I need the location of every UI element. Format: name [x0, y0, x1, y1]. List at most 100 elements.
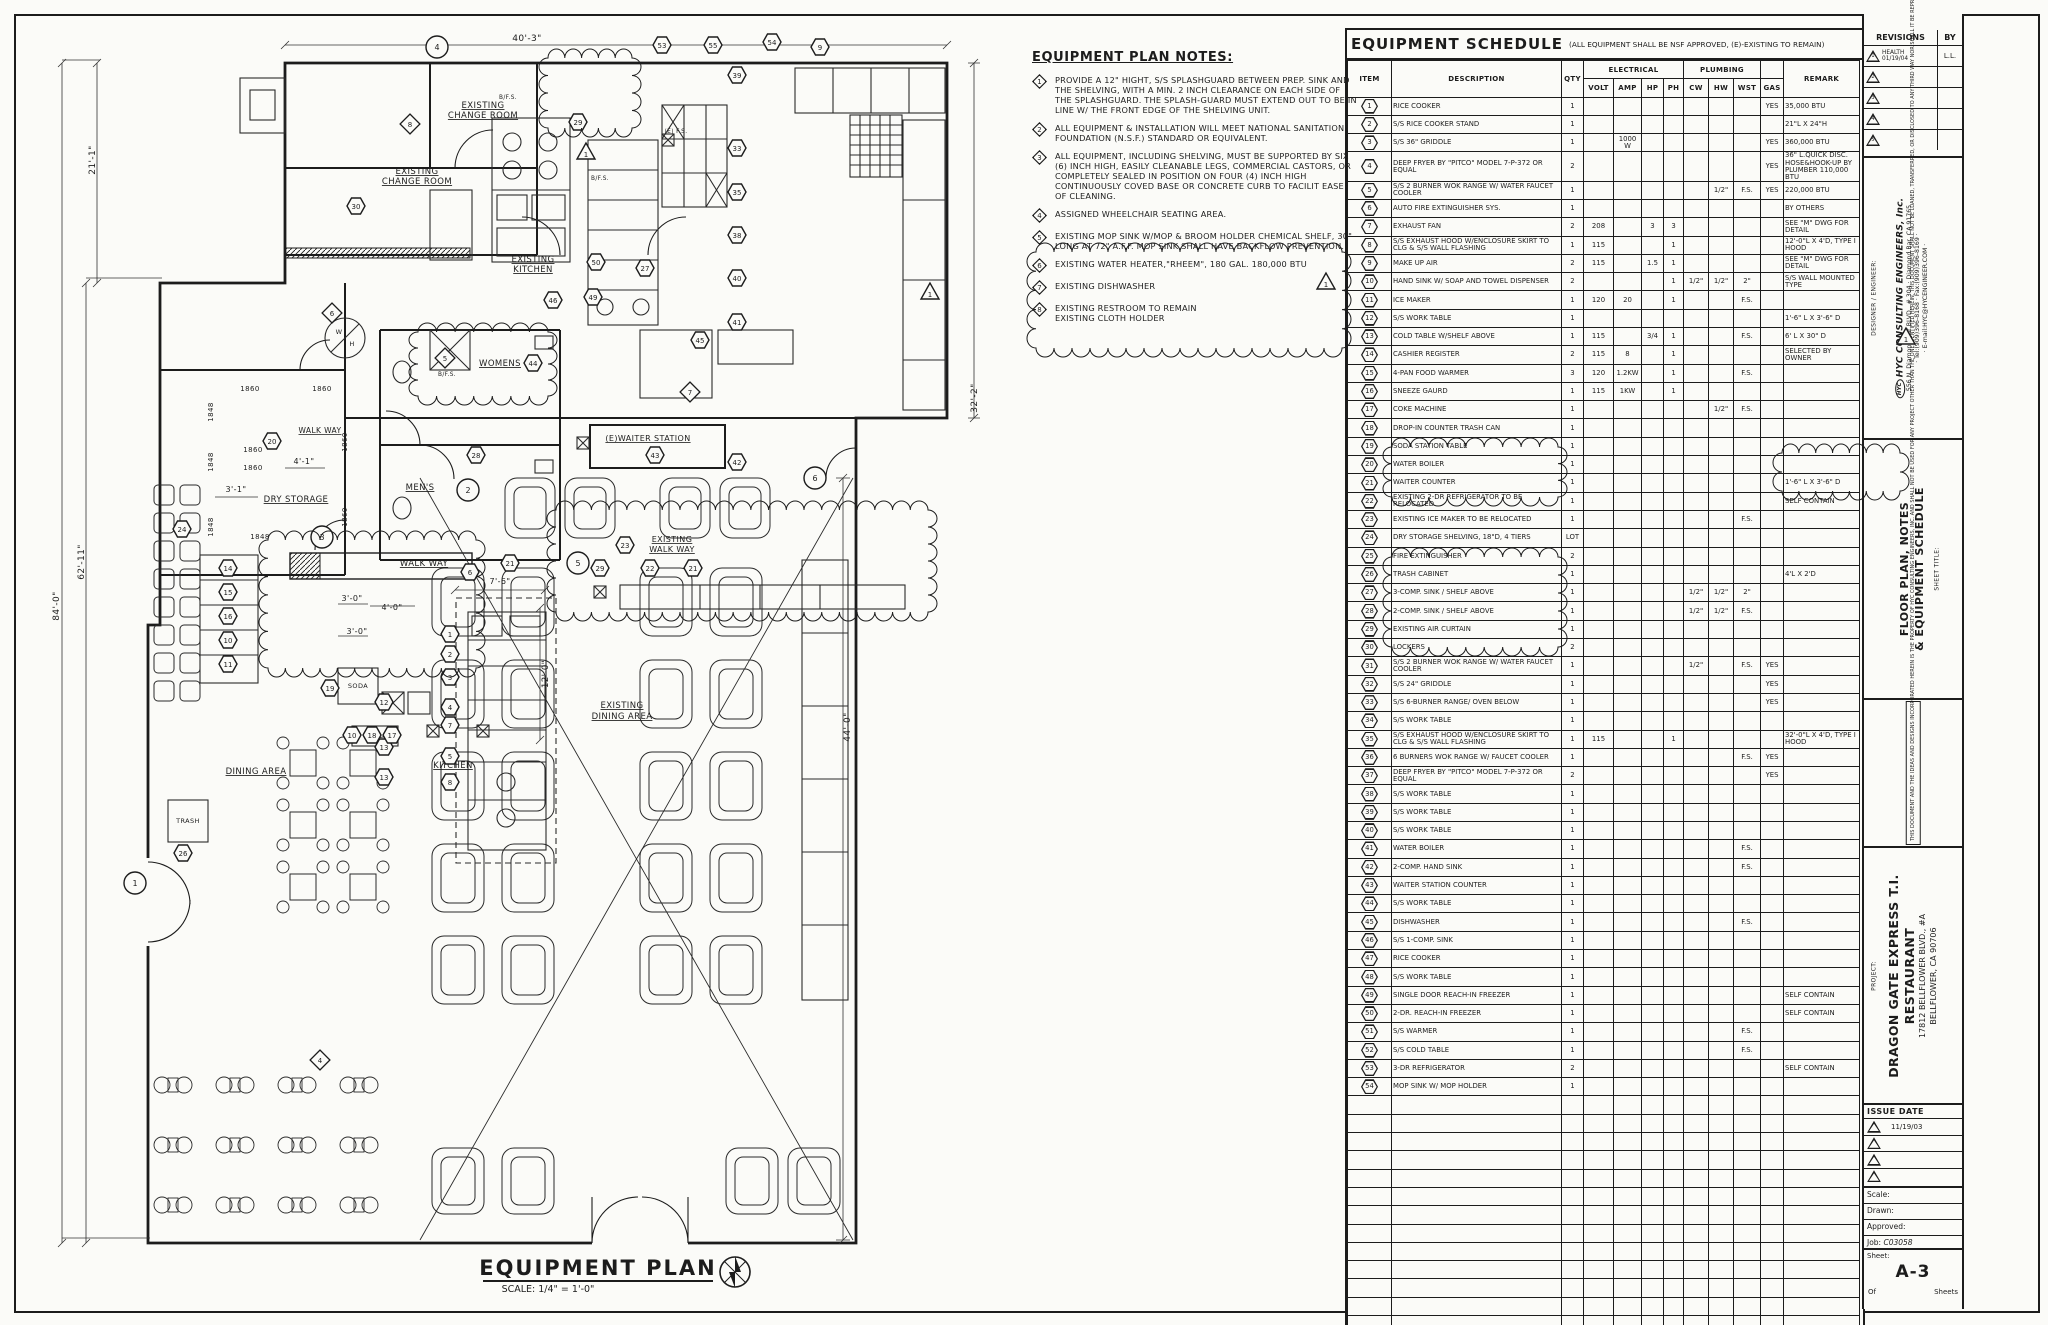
svg-text:4: 4: [318, 1057, 323, 1065]
plan-label: 3'-1": [226, 485, 247, 494]
equipment-tag: 27: [635, 259, 655, 277]
equipment-tag: 11: [218, 655, 238, 673]
plan-label: 1848: [207, 452, 215, 471]
svg-text:7: 7: [448, 722, 452, 730]
item-hexagon-icon: 43: [1361, 878, 1378, 894]
equipment-tag: 22: [640, 559, 660, 577]
revision-row: 4: [1864, 109, 1962, 130]
sheet-label: Sheet:: [1867, 1252, 1890, 1260]
equipment-tag: 17: [382, 726, 402, 744]
item-hexagon-icon: 54: [1361, 1079, 1378, 1095]
svg-text:13: 13: [380, 774, 389, 782]
svg-text:9: 9: [818, 44, 822, 52]
item-hexagon-icon: 5: [1361, 182, 1378, 198]
svg-text:3: 3: [319, 533, 324, 542]
equipment-tag: 16: [218, 607, 238, 625]
equipment-tag: 23: [615, 536, 635, 554]
item-hexagon-icon: 51: [1361, 1024, 1378, 1040]
equipment-tag: 38: [727, 226, 747, 244]
north-arrow-icon: [719, 1256, 751, 1288]
svg-text:4: 4: [434, 43, 439, 52]
equipment-tag: 8: [399, 113, 421, 135]
item-hexagon-icon: 14: [1361, 347, 1378, 363]
schedule-row: (E)35S/S EXHAUST HOOD W/ENCLOSURE SKIRT …: [1347, 729, 1861, 749]
svg-text:10: 10: [348, 732, 357, 740]
plan-label: 1860: [341, 432, 349, 451]
note-diamond-icon: 1: [1032, 74, 1047, 89]
plan-label: CHANGE ROOM: [382, 177, 452, 187]
equipment-tag: 10: [218, 631, 238, 649]
plan-label: 4'-0": [382, 603, 403, 612]
company-name: HYCHYC CONSULTING ENGINEERS, Inc.: [1895, 198, 1906, 399]
plan-label: 21'-1": [88, 145, 98, 174]
plan-label: MEN'S: [406, 483, 435, 493]
project-label: PROJECT:: [1870, 960, 1878, 991]
equipment-schedule: EQUIPMENT SCHEDULE (ALL EQUIPMENT SHALL …: [1345, 28, 1865, 1325]
svg-text:22: 22: [646, 565, 655, 573]
revision-triangle-icon: 5: [1866, 134, 1880, 146]
svg-text:35: 35: [733, 189, 742, 197]
item-hexagon-icon: 32: [1361, 676, 1378, 692]
schedule-title: EQUIPMENT SCHEDULE: [1351, 35, 1563, 53]
revision-triangle-icon: [1867, 1170, 1881, 1183]
item-hexagon-icon: 21: [1361, 475, 1378, 491]
svg-text:38: 38: [733, 232, 742, 240]
item-hexagon-icon: 9: [1361, 255, 1378, 271]
col-description: DESCRIPTION: [1391, 60, 1562, 98]
schedule-row: (E)366 BURNERS WOK RANGE W/ FAUCET COOLE…: [1347, 747, 1861, 768]
equipment-tag: 12: [374, 693, 394, 711]
item-hexagon-icon: 40: [1361, 823, 1378, 839]
svg-text:1: 1: [132, 879, 137, 888]
plan-label: 12'-0": [541, 660, 551, 688]
issue-date-block: ISSUE DATE 11/19/03: [1864, 1105, 1962, 1188]
schedule-empty-row: [1347, 1132, 1861, 1152]
schedule-subtitle: (ALL EQUIPMENT SHALL BE NSF APPROVED, (E…: [1568, 39, 1825, 49]
item-hexagon-icon: 1: [1361, 98, 1378, 114]
item-hexagon-icon: 50: [1361, 1006, 1378, 1022]
plan-title-block: [483, 1256, 751, 1288]
disclaimer-block: THIS DOCUMENT AND THE IDEAS AND DESIGNS …: [1864, 0, 1962, 848]
svg-text:2: 2: [448, 651, 452, 659]
svg-text:42: 42: [733, 459, 742, 467]
equipment-tag: 4: [309, 1049, 331, 1071]
plan-label: EXISTING: [652, 535, 693, 544]
item-hexagon-icon: 35: [1361, 731, 1378, 747]
equipment-tag: 53: [652, 36, 672, 54]
issue-date-label: ISSUE DATE: [1864, 1105, 1962, 1119]
svg-text:39: 39: [733, 72, 742, 80]
equipment-tag: 45: [690, 331, 710, 349]
schedule-row: (E)273-COMP. SINK / SHELF ABOVE11/2"1/2"…: [1347, 583, 1861, 603]
revision-triangle-icon: 2: [1866, 71, 1880, 83]
schedule-empty-row: [1347, 1278, 1861, 1298]
project-block: PROJECT: DRAGON GATE EXPRESS T.I. RESTAU…: [1864, 848, 1962, 1105]
equipment-tag: 3: [310, 525, 334, 549]
item-hexagon-icon: 22: [1361, 493, 1378, 509]
svg-text:44: 44: [529, 360, 538, 368]
svg-text:1: 1: [448, 631, 452, 639]
plan-label: 1860: [243, 464, 262, 472]
svg-text:33: 33: [733, 145, 742, 153]
equipment-tag: 14: [218, 559, 238, 577]
svg-text:23: 23: [621, 542, 630, 550]
equipment-tag: 5: [566, 551, 590, 575]
svg-text:29: 29: [596, 565, 605, 573]
company-logo: HYC: [1895, 379, 1906, 399]
svg-text:15: 15: [224, 589, 233, 597]
project-addr2: BELLFLOWER, CA 90706: [1929, 926, 1939, 1025]
svg-text:28: 28: [472, 452, 481, 460]
plan-label: WOMENS: [479, 359, 521, 369]
equipment-tag: 44: [523, 354, 543, 372]
item-hexagon-icon: 2: [1361, 117, 1378, 133]
item-hexagon-icon: 46: [1361, 932, 1378, 948]
schedule-empty-row: [1347, 1168, 1861, 1188]
